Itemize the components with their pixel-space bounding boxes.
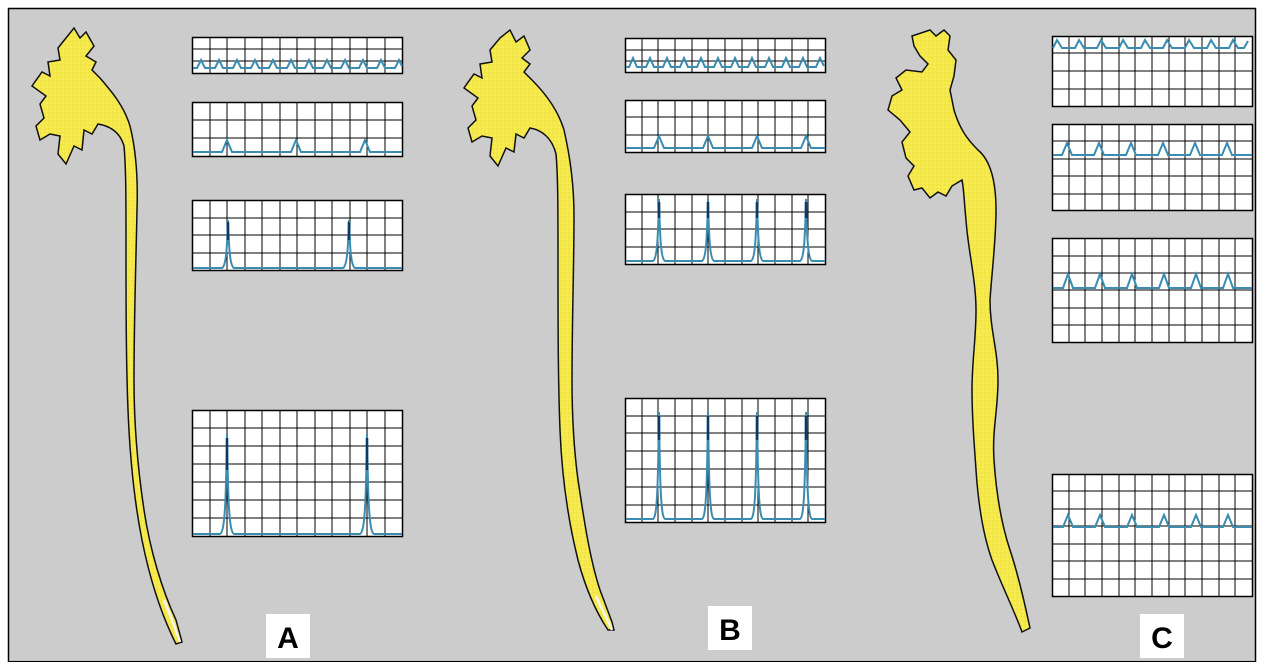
trace-c1 bbox=[1052, 36, 1253, 107]
trace-c2 bbox=[1052, 124, 1253, 211]
trace-b2 bbox=[625, 100, 826, 153]
trace-a3 bbox=[192, 200, 403, 271]
trace-b1 bbox=[625, 38, 826, 73]
trace-a2 bbox=[192, 102, 403, 157]
trace-a1 bbox=[192, 37, 403, 74]
panel-label-c: C bbox=[1151, 622, 1173, 655]
panel-label-a: A bbox=[277, 622, 299, 655]
trace-b3 bbox=[625, 194, 826, 265]
trace-b4 bbox=[625, 398, 826, 523]
trace-c3 bbox=[1052, 238, 1253, 343]
trace-c4 bbox=[1052, 474, 1253, 597]
trace-a4 bbox=[192, 410, 403, 537]
panel-label-b: B bbox=[719, 614, 741, 647]
